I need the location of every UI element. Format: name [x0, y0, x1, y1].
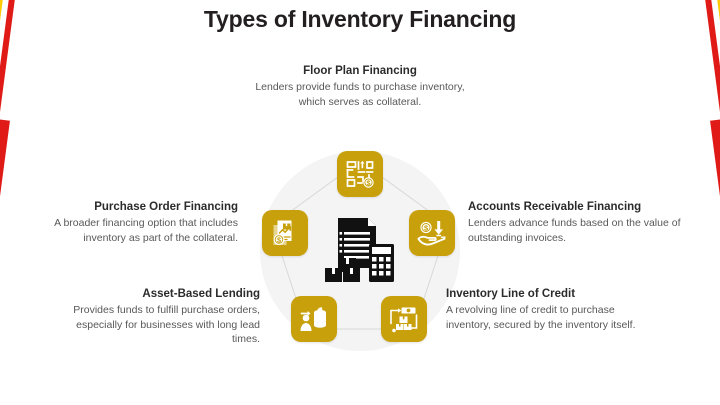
stripe-red-wide-left	[0, 119, 10, 405]
stripe-red-wide-right	[710, 119, 720, 405]
stripe-yellow-thin-left	[0, 0, 8, 258]
icon-tile-purchase-order-financing[interactable]: $	[262, 210, 308, 256]
callout-heading-purchase-order-financing: Purchase Order Financing	[94, 201, 238, 213]
hand-receiving-coin-down-arrow-icon: $	[417, 221, 446, 246]
purchase-order-document-coin-icon: $	[273, 220, 292, 245]
page-title: Types of Inventory Financing	[203, 6, 517, 32]
svg-text:$: $	[277, 235, 281, 244]
person-coin-stack-icon	[300, 307, 326, 331]
callout-heading-accounts-receivable-financing: Accounts Receivable Financing	[468, 201, 642, 213]
stripe-yellow-thin-right	[712, 0, 720, 258]
callout-accounts-receivable-financing: Accounts Receivable Financing Lenders ad…	[468, 200, 690, 245]
icon-tile-inventory-line-of-credit[interactable]	[381, 296, 427, 342]
callout-heading-floor-plan-financing: Floor Plan Financing	[303, 65, 417, 77]
callout-body-asset-based-lending: Provides funds to fulfill purchase order…	[73, 304, 260, 346]
icon-tile-floor-plan-financing[interactable]: $	[337, 151, 383, 197]
callout-asset-based-lending: Asset-Based Lending Provides funds to fu…	[52, 287, 260, 347]
callout-body-accounts-receivable-financing: Lenders advance funds based on the value…	[468, 217, 681, 244]
icon-tile-asset-based-lending[interactable]	[291, 296, 337, 342]
callout-purchase-order-financing: Purchase Order Financing A broader finan…	[42, 200, 238, 245]
icon-tile-accounts-receivable-financing[interactable]: $	[409, 210, 455, 256]
callout-body-floor-plan-financing: Lenders provide funds to purchase invent…	[255, 81, 465, 108]
svg-text:$: $	[424, 223, 428, 232]
callout-heading-inventory-line-of-credit: Inventory Line of Credit	[446, 288, 576, 300]
callout-body-purchase-order-financing: A broader financing option that includes…	[54, 217, 238, 244]
floor-plan-blueprint-dollar-icon: $	[346, 160, 374, 188]
callout-floor-plan-financing: Floor Plan Financing Lenders provide fun…	[248, 64, 472, 109]
revolving-inventory-boxes-icon	[390, 307, 418, 333]
svg-text:$: $	[367, 180, 371, 187]
callout-heading-asset-based-lending: Asset-Based Lending	[142, 288, 260, 300]
inventory-documents-calculator-boxes-icon	[325, 218, 394, 282]
callout-inventory-line-of-credit: Inventory Line of Credit A revolving lin…	[446, 287, 656, 332]
callout-body-inventory-line-of-credit: A revolving line of credit to purchase i…	[446, 304, 636, 331]
center-hub-icon	[310, 200, 410, 300]
